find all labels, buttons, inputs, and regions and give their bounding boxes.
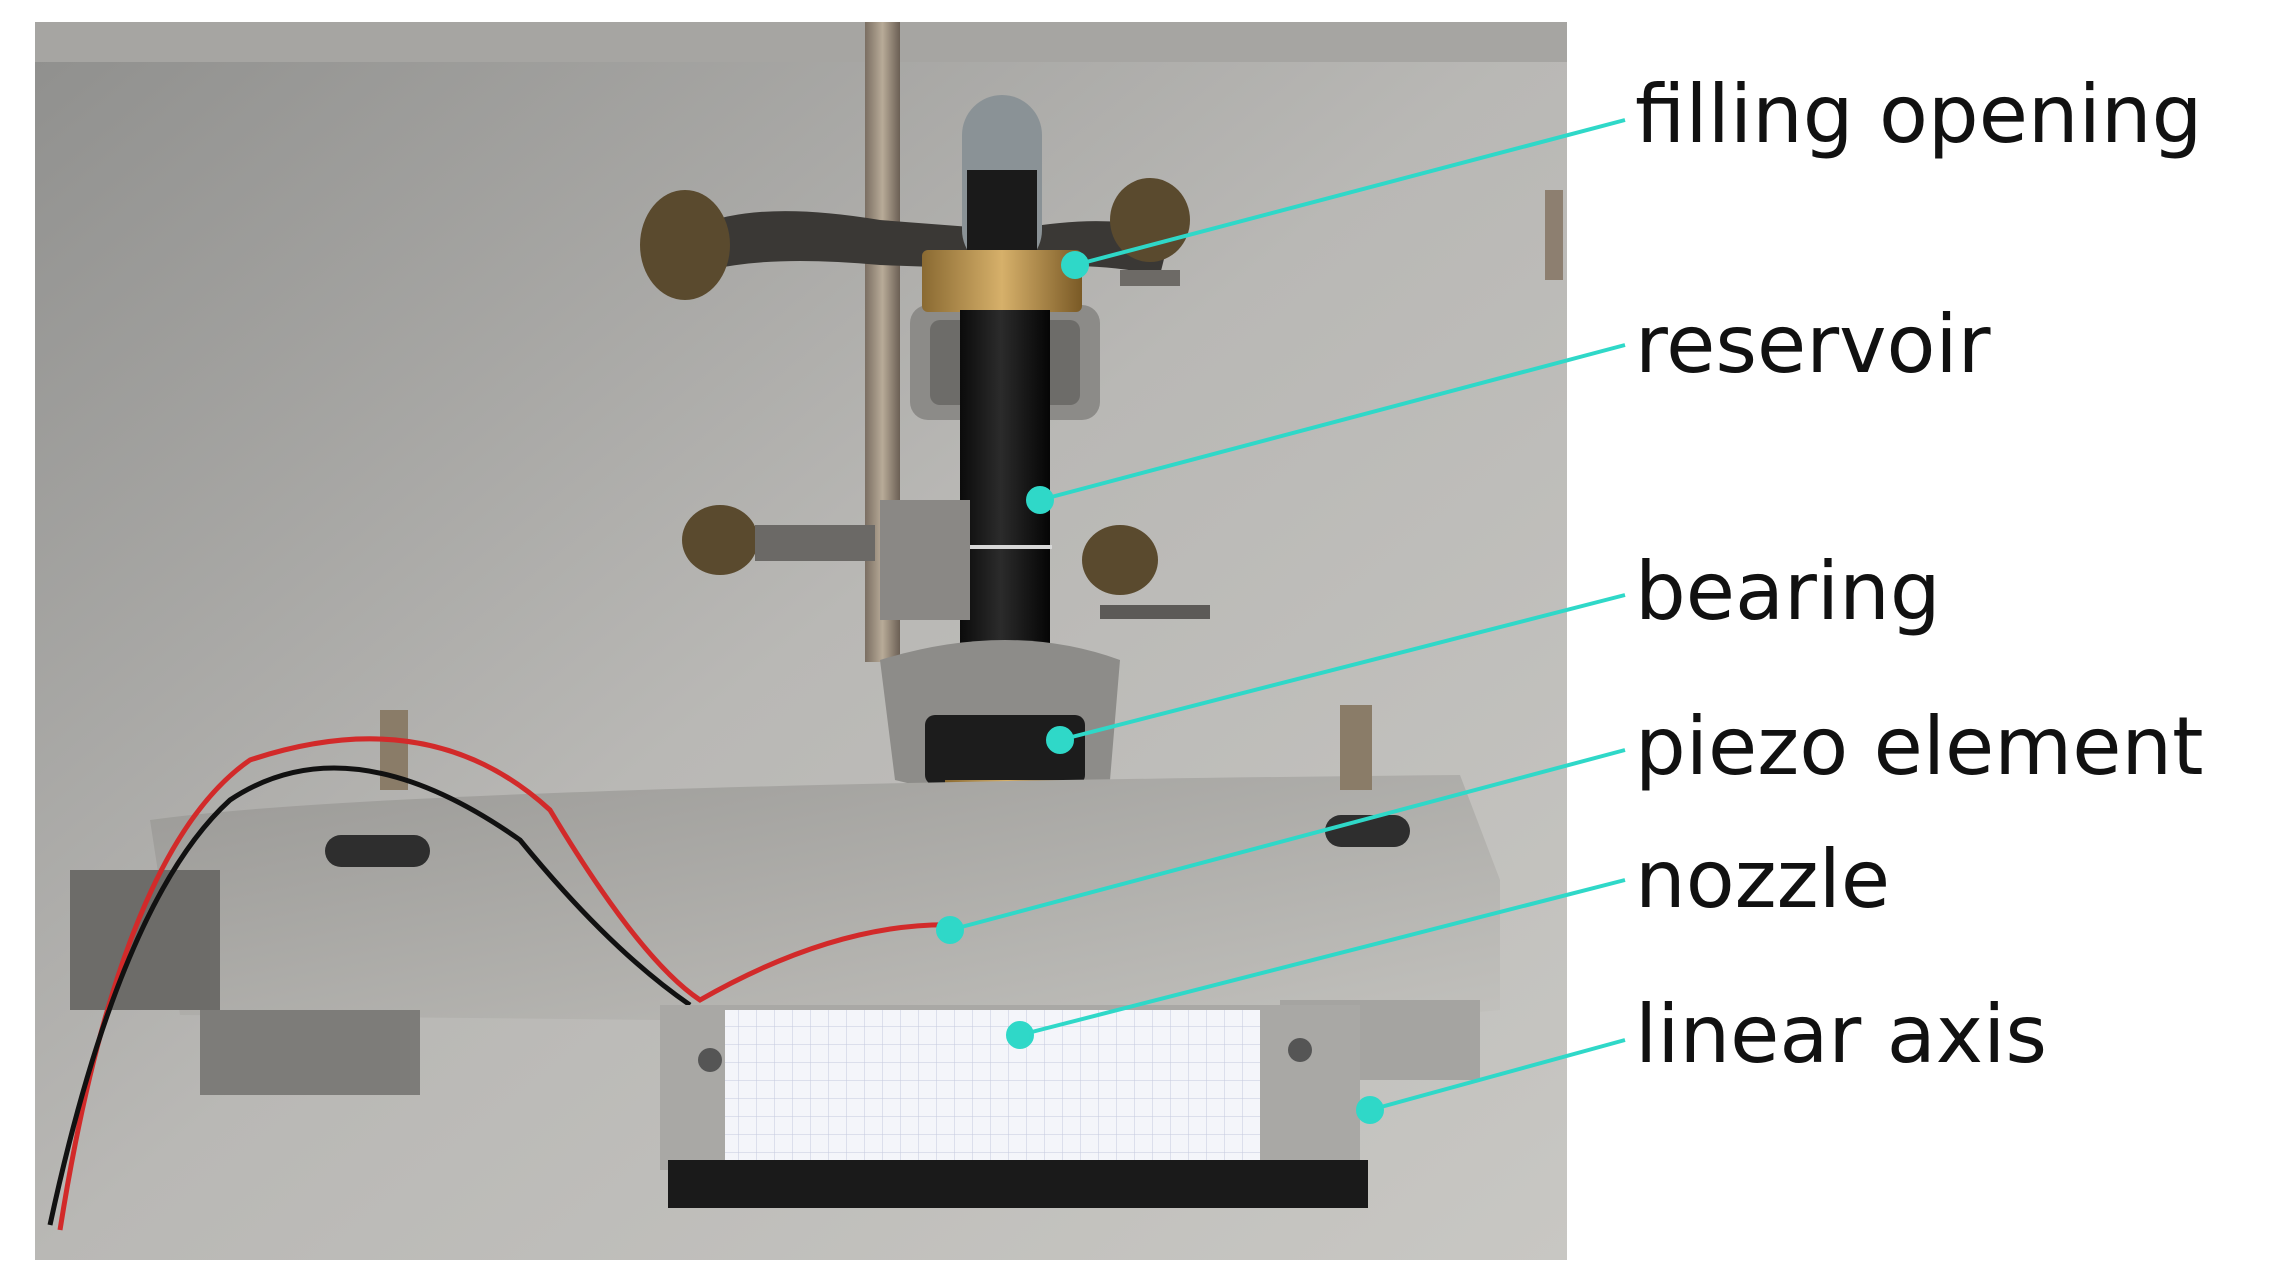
bearing-body <box>880 640 1120 795</box>
middle-clamp <box>682 500 1210 620</box>
right-rod <box>1545 190 1563 280</box>
label-piezo-element: piezo element <box>1635 700 2204 793</box>
label-bearing: bearing <box>1635 545 1941 638</box>
callout-lines <box>936 118 1626 1124</box>
label-filling-opening: filling opening <box>1635 68 2203 161</box>
black-cable <box>47 765 692 1226</box>
back-wall <box>35 22 1567 62</box>
label-linear-axis: linear axis <box>1635 988 2047 1081</box>
label-nozzle: nozzle <box>1635 833 1891 926</box>
red-cable <box>57 736 961 1231</box>
linear-axis-body <box>70 705 1500 1095</box>
filling-cap <box>922 95 1082 312</box>
label-reservoir: reservoir <box>1635 298 1991 391</box>
upper-clamp <box>640 178 1190 300</box>
